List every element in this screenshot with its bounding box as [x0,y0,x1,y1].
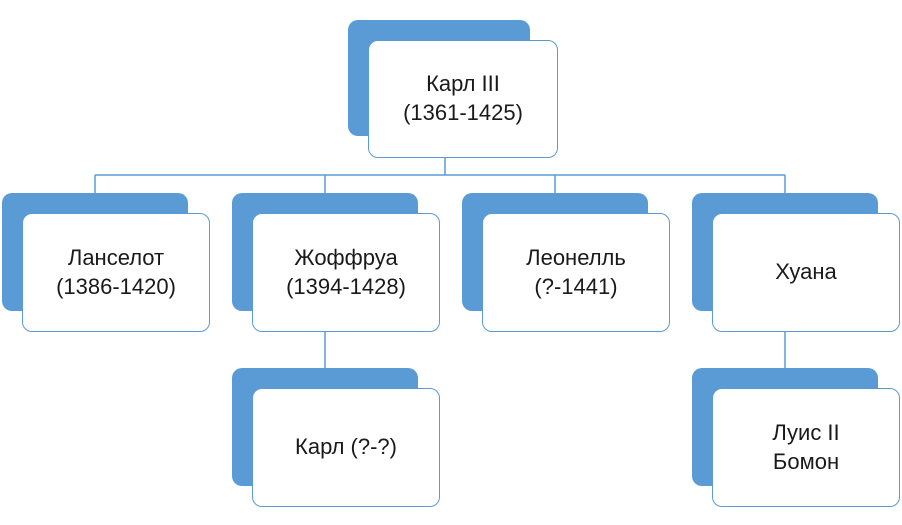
child-2-dates: (1394-1428) [286,273,406,299]
child-1-name: Ланселот [67,244,165,270]
child-4-name: Хуана [775,259,837,285]
grandchild-node-1: Карл (?-?) [252,388,440,507]
grandchild-2-name: Луис II [772,419,840,445]
child-node-4: Хуана [712,213,900,332]
root-node: Карл III (1361-1425) [368,40,558,158]
child-2-name: Жоффруа [294,244,398,270]
grandchild-node-2: Луис II Бомон [712,388,900,507]
grandchild-2-name-line2: Бомон [772,448,840,474]
child-1-dates: (1386-1420) [56,273,176,299]
grandchild-1-name: Карл (?-?) [295,434,397,460]
root-name: Карл III [426,71,500,97]
child-node-1: Ланселот (1386-1420) [22,213,210,332]
child-node-2: Жоффруа (1394-1428) [252,213,440,332]
child-3-name: Леонелль [526,244,626,270]
child-node-3: Леонелль (?-1441) [482,213,670,332]
child-3-dates: (?-1441) [534,273,618,299]
root-dates: (1361-1425) [403,100,523,125]
